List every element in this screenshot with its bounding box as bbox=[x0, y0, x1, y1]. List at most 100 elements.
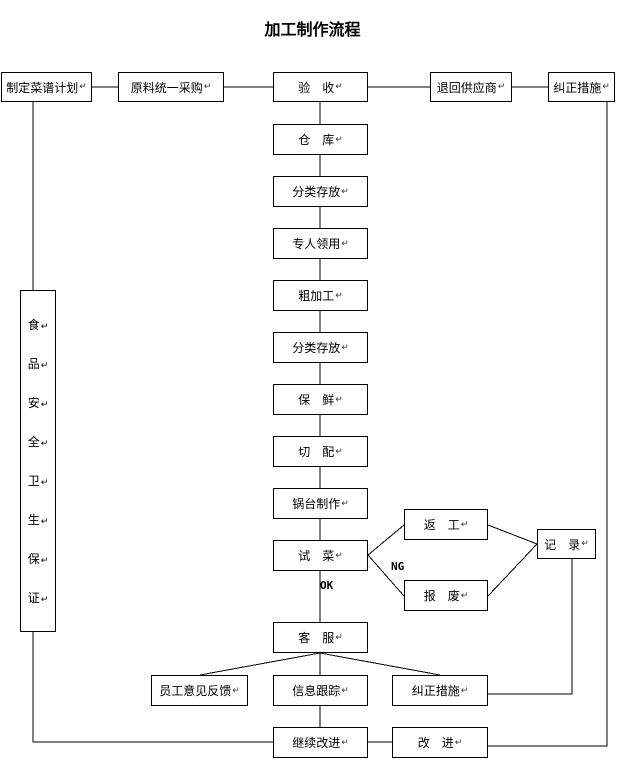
box-label: 改 进 bbox=[417, 736, 454, 750]
return-mark-icon: ↵ bbox=[341, 186, 349, 197]
return-mark-icon: ↵ bbox=[40, 439, 49, 449]
box-label: 返 工 bbox=[423, 518, 460, 532]
rough-process-box: 粗加工↵ bbox=[273, 280, 368, 311]
menu-plan-box: 制定菜谱计划↵ bbox=[1, 72, 92, 102]
box-label: 退回供应商 bbox=[436, 80, 497, 95]
side-panel-char: 全↵ bbox=[27, 435, 49, 449]
connector bbox=[367, 524, 405, 556]
return-mark-icon: ↵ bbox=[40, 361, 49, 371]
ok-label: OK bbox=[320, 579, 334, 592]
sort-store-2-box: 分类存放↵ bbox=[273, 332, 368, 363]
box-label: 保 鲜 bbox=[298, 393, 335, 407]
box-label: 信息跟踪 bbox=[292, 684, 341, 698]
box-label: 分类存放 bbox=[292, 185, 341, 199]
box-label: 锅台制作 bbox=[292, 497, 341, 511]
side-panel-char: 生↵ bbox=[27, 513, 49, 527]
return-mark-icon: ↵ bbox=[335, 632, 343, 643]
connector bbox=[487, 524, 538, 545]
return-mark-icon: ↵ bbox=[341, 238, 349, 249]
return-mark-icon: ↵ bbox=[232, 685, 240, 696]
box-label: 原料统一采购 bbox=[130, 80, 203, 95]
return-mark-icon: ↵ bbox=[335, 446, 343, 457]
connector bbox=[319, 652, 441, 676]
dedicated-collect-box: 专人领用↵ bbox=[273, 228, 368, 259]
cut-match-box: 切 配↵ bbox=[273, 436, 368, 467]
return-mark-icon: ↵ bbox=[40, 556, 49, 566]
return-mark-icon: ↵ bbox=[341, 498, 349, 509]
box-label: 仓 库 bbox=[298, 133, 335, 147]
sort-store-1-box: 分类存放↵ bbox=[273, 176, 368, 207]
box-label: 制定菜谱计划 bbox=[6, 80, 79, 95]
box-label: 验 收 bbox=[298, 80, 335, 95]
connector bbox=[487, 543, 538, 597]
return-mark-icon: ↵ bbox=[40, 517, 49, 527]
connector bbox=[488, 559, 573, 695]
wok-make-box: 锅台制作↵ bbox=[273, 488, 368, 519]
return-mark-icon: ↵ bbox=[581, 539, 589, 549]
record-box: 记 录↵ bbox=[537, 529, 596, 559]
box-label: 纠正措施 bbox=[553, 80, 602, 95]
preserve-box: 保 鲜↵ bbox=[273, 384, 368, 415]
box-label: 切 配 bbox=[298, 445, 335, 459]
box-label: 专人领用 bbox=[292, 237, 341, 251]
return-mark-icon: ↵ bbox=[460, 685, 469, 696]
info-tracking-box: 信息跟踪↵ bbox=[273, 675, 368, 706]
rework-box: 返 工↵ bbox=[404, 509, 488, 540]
side-panel-char: 安↵ bbox=[27, 396, 49, 410]
return-mark-icon: ↵ bbox=[454, 737, 463, 748]
return-mark-icon: ↵ bbox=[40, 478, 49, 488]
return-mark-icon: ↵ bbox=[460, 590, 469, 601]
return-mark-icon: ↵ bbox=[335, 550, 343, 561]
box-label: 分类存放 bbox=[292, 341, 341, 355]
food-safety-panel: 食↵ 品↵ 安↵ 全↵ 卫↵ 生↵ 保↵ 证↵ bbox=[20, 290, 56, 632]
return-mark-icon: ↵ bbox=[335, 82, 343, 92]
return-mark-icon: ↵ bbox=[341, 685, 349, 696]
return-mark-icon: ↵ bbox=[40, 322, 49, 332]
return-mark-icon: ↵ bbox=[341, 342, 349, 353]
box-label: 试 菜 bbox=[298, 549, 335, 563]
connector bbox=[32, 632, 273, 743]
box-label: 记 录 bbox=[544, 537, 581, 552]
trial-box: 试 菜↵ bbox=[273, 540, 368, 571]
return-mark-icon: ↵ bbox=[79, 82, 87, 92]
customer-service-box: 客 服↵ bbox=[273, 622, 368, 653]
side-panel-char: 食↵ bbox=[27, 318, 49, 332]
return-mark-icon: ↵ bbox=[602, 82, 610, 92]
connector bbox=[488, 102, 608, 747]
side-panel-char: 卫↵ bbox=[27, 474, 49, 488]
return-mark-icon: ↵ bbox=[460, 519, 469, 530]
side-panel-char: 品↵ bbox=[27, 357, 49, 371]
side-panel-char: 保↵ bbox=[27, 552, 49, 566]
box-label: 粗加工 bbox=[298, 289, 335, 303]
purchase-box: 原料统一采购↵ bbox=[118, 72, 224, 102]
page-title: 加工制作流程 bbox=[264, 20, 361, 39]
return-supplier-box: 退回供应商↵ bbox=[430, 72, 512, 102]
scrap-box: 报 废↵ bbox=[404, 580, 488, 611]
connector bbox=[367, 554, 405, 597]
inspect-box: 验 收↵ bbox=[273, 72, 368, 102]
return-mark-icon: ↵ bbox=[40, 595, 49, 605]
return-mark-icon: ↵ bbox=[203, 82, 212, 92]
connector bbox=[199, 652, 321, 676]
box-label: 员工意见反馈 bbox=[159, 684, 232, 698]
return-mark-icon: ↵ bbox=[335, 394, 343, 405]
box-label: 纠正措施 bbox=[411, 684, 460, 698]
corrective-top-box: 纠正措施↵ bbox=[548, 72, 615, 102]
warehouse-box: 仓 库↵ bbox=[273, 124, 368, 155]
staff-feedback-box: 员工意见反馈↵ bbox=[151, 675, 248, 706]
continuous-improve-box: 继续改进↵ bbox=[273, 727, 368, 758]
box-label: 报 废 bbox=[423, 589, 460, 603]
corrective-bottom-box: 纠正措施↵ bbox=[392, 675, 488, 706]
ng-label: NG bbox=[391, 560, 405, 573]
box-label: 继续改进 bbox=[292, 736, 341, 750]
return-mark-icon: ↵ bbox=[335, 134, 343, 145]
box-label: 客 服 bbox=[298, 631, 335, 645]
return-mark-icon: ↵ bbox=[335, 290, 343, 301]
return-mark-icon: ↵ bbox=[40, 400, 49, 410]
side-panel-char: 证↵ bbox=[27, 591, 49, 605]
return-mark-icon: ↵ bbox=[341, 737, 349, 748]
improve-box: 改 进↵ bbox=[392, 727, 488, 758]
return-mark-icon: ↵ bbox=[497, 82, 506, 92]
